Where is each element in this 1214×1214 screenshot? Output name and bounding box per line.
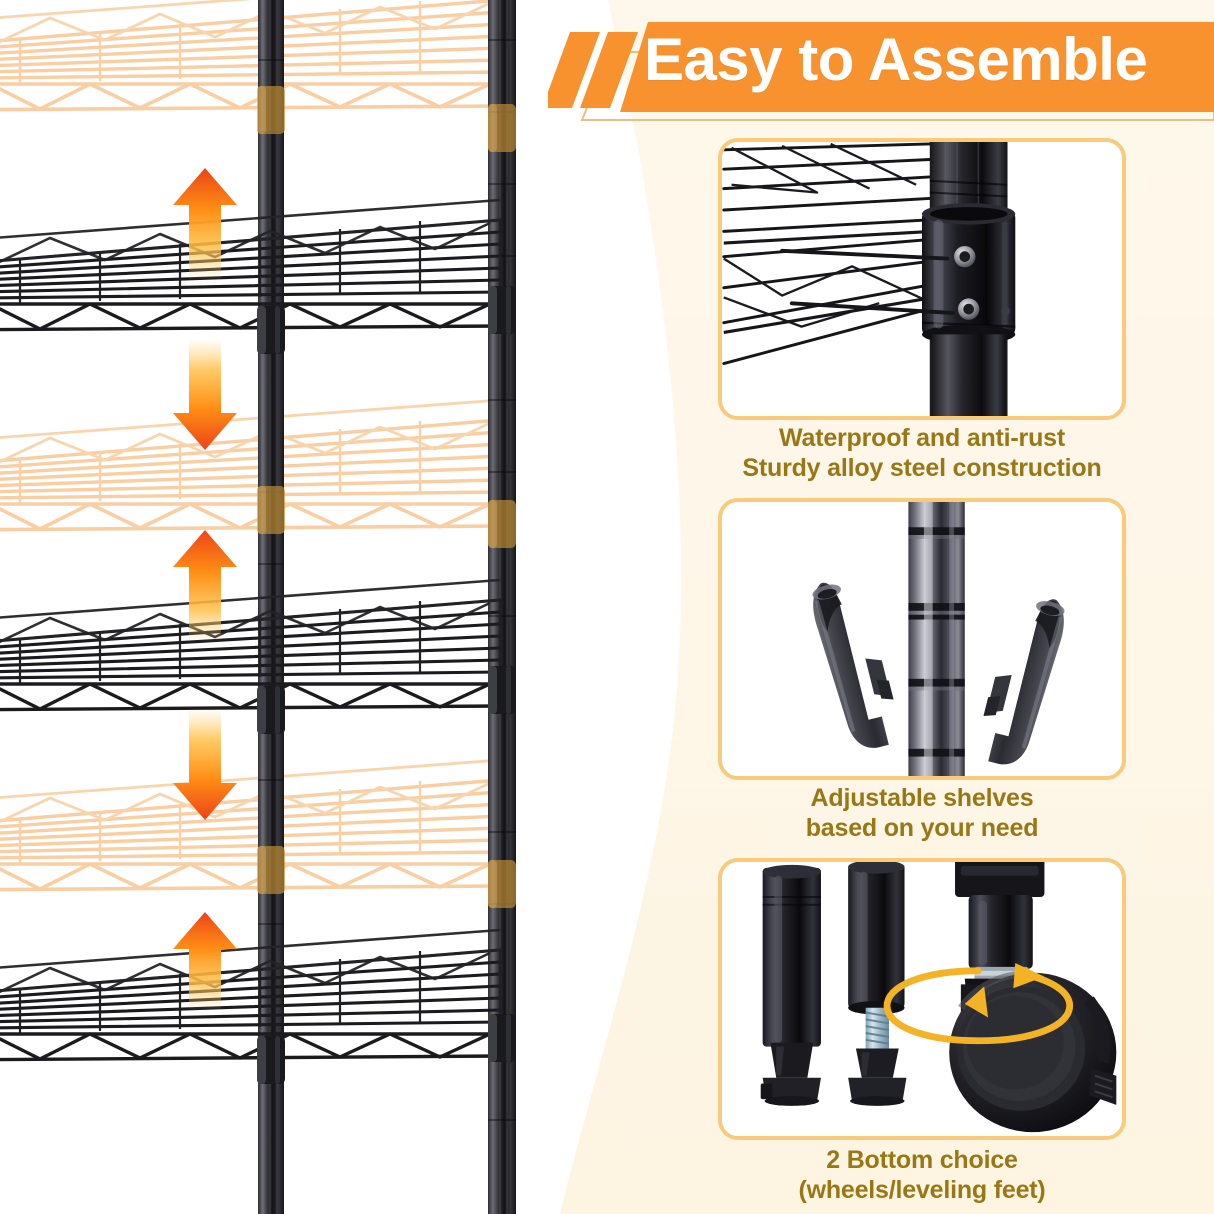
slash-icon-1 — [542, 32, 600, 108]
leveling-feet-and-swivel-caster-photo — [723, 862, 1121, 1136]
wire-shelf-post-collar-closeup-photo — [722, 142, 1121, 416]
banner-shape — [542, 22, 1214, 121]
ghost-shelf-position — [0, 398, 502, 532]
shelving-unit-illustration — [0, 0, 516, 1214]
adjust-arrow-down — [173, 708, 237, 820]
grooved-pole-with-split-collar-sleeves-photo — [723, 502, 1121, 776]
rotation-arrow-head-right — [1013, 963, 1045, 989]
feature-caption-bottom: 2 Bottom choice (wheels/leveling feet) — [798, 1146, 1046, 1204]
swivel-caster — [949, 862, 1117, 1133]
leveling-foot-assembled — [760, 864, 821, 1106]
shelf-post-front — [258, 0, 284, 1214]
rotation-arrow-head-left — [964, 986, 989, 1018]
adjust-arrow-up — [173, 168, 237, 280]
feature-caption-material: Waterproof and anti-rust Sturdy alloy st… — [742, 424, 1102, 482]
adjust-arrow-down — [173, 338, 237, 450]
feature-panel-adjustable — [718, 498, 1126, 780]
adjust-arrow-up — [173, 530, 237, 642]
slash-icon-2 — [580, 32, 638, 108]
feature-panel-bottom: 360° — [718, 858, 1126, 1140]
banner-body — [620, 22, 1214, 112]
rotation-arrow-360 — [883, 967, 1074, 1045]
header-banner: Easy to Assemble — [542, 8, 1214, 126]
adjust-arrow-up — [173, 912, 237, 1010]
leveling-foot-detached — [848, 862, 907, 1106]
feature-panel-material — [718, 138, 1126, 420]
ghost-shelf-position — [0, 758, 502, 892]
ghost-shelf-position — [0, 0, 502, 112]
feature-caption-adjustable: Adjustable shelves based on your need — [805, 784, 1039, 842]
